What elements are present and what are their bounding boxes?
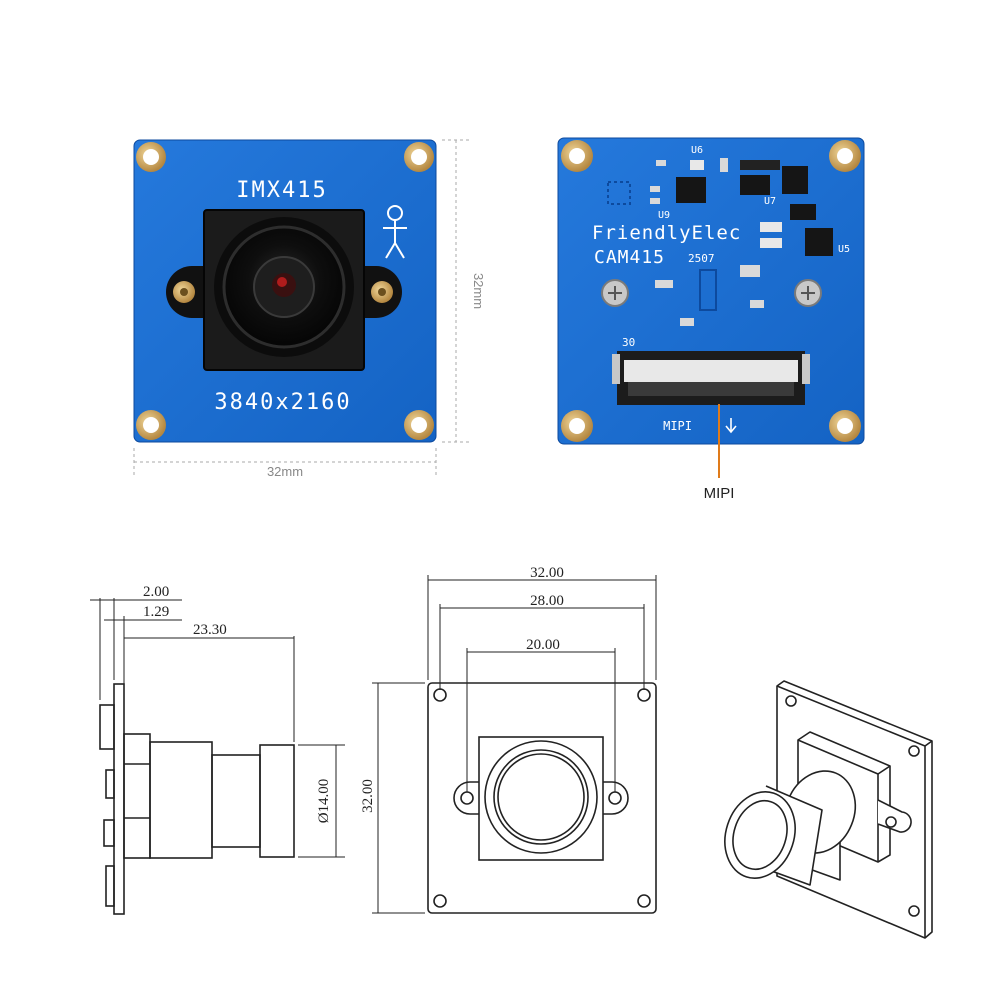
model-label: CAM415 (594, 247, 665, 268)
mounting-hole (561, 410, 593, 442)
front-view-drawing (427, 682, 657, 914)
front-overall-height: 32.00 (360, 779, 376, 813)
connector-silk-label: MIPI (663, 419, 692, 433)
height-dimension-label: 32mm (471, 273, 486, 309)
component-label-u7: U7 (764, 196, 776, 207)
mipi-connector (612, 351, 810, 405)
revision-label: 2507 (688, 252, 715, 265)
side-view-dimension-lines (90, 598, 345, 858)
screw-icon (601, 279, 629, 307)
resolution-label: 3840x2160 (214, 390, 351, 415)
mounting-hole (561, 140, 593, 172)
brand-label: FriendlyElec (592, 222, 741, 244)
back-board: U6 U7 U9 U5 FriendlyElec CAM415 2507 30 … (557, 137, 865, 445)
lens (214, 217, 354, 357)
arrow-down-icon (725, 418, 737, 434)
front-hole-spacing: 28.00 (530, 593, 564, 609)
side-dim-diameter: Ø14.00 (316, 779, 332, 824)
component-label-u6: U6 (691, 145, 703, 156)
side-dim-23-30: 23.30 (193, 622, 227, 638)
mounting-hole (404, 142, 434, 172)
width-dimension-label: 32mm (267, 464, 303, 479)
pin-label: 30 (622, 336, 635, 349)
component-label-u5: U5 (838, 244, 850, 255)
side-dim-1-29: 1.29 (143, 604, 169, 620)
mipi-callout-label: MIPI (704, 485, 735, 502)
component-label-u9: U9 (658, 210, 670, 221)
mounting-hole (136, 142, 166, 172)
screw-icon (794, 279, 822, 307)
front-view-dimension-lines (372, 575, 657, 914)
front-board: IMX415 3840x2160 (133, 139, 437, 443)
front-mount-spacing: 20.00 (526, 637, 560, 653)
side-dim-2: 2.00 (143, 584, 169, 600)
mounting-hole (136, 410, 166, 440)
sensor-label: IMX415 (236, 178, 327, 203)
isometric-drawing (724, 680, 933, 939)
person-icon (383, 205, 407, 259)
mounting-hole (829, 410, 861, 442)
front-overall-width: 32.00 (530, 565, 564, 581)
side-view-drawing (99, 683, 295, 915)
mounting-hole (829, 140, 861, 172)
front-board-dimensions (133, 139, 472, 478)
mounting-hole (404, 410, 434, 440)
smd-components (607, 158, 833, 326)
